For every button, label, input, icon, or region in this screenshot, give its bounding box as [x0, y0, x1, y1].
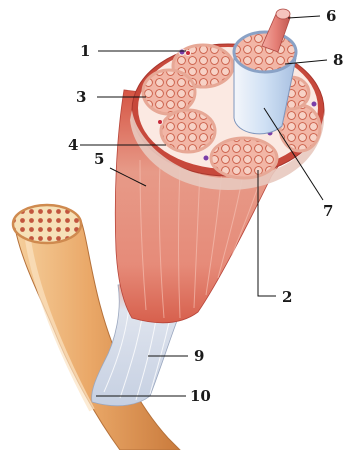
label-9: 9 — [194, 347, 204, 365]
fascicle — [161, 110, 215, 152]
fascicle — [280, 105, 320, 151]
fascicle-cylinder-top — [234, 32, 296, 72]
label-8: 8 — [333, 51, 343, 69]
label-7: 7 — [323, 202, 333, 220]
label-2: 2 — [282, 288, 292, 306]
bone-cross-section — [13, 205, 81, 243]
label-10: 10 — [190, 387, 211, 405]
label-5: 5 — [94, 150, 104, 168]
label-4: 4 — [68, 136, 78, 154]
label-1: 1 — [80, 42, 90, 60]
muscle-fiber-tube-end — [276, 9, 290, 19]
fascicle — [211, 138, 277, 178]
label-6: 6 — [326, 7, 336, 25]
label-3: 3 — [76, 88, 86, 106]
fascicle — [143, 70, 195, 114]
